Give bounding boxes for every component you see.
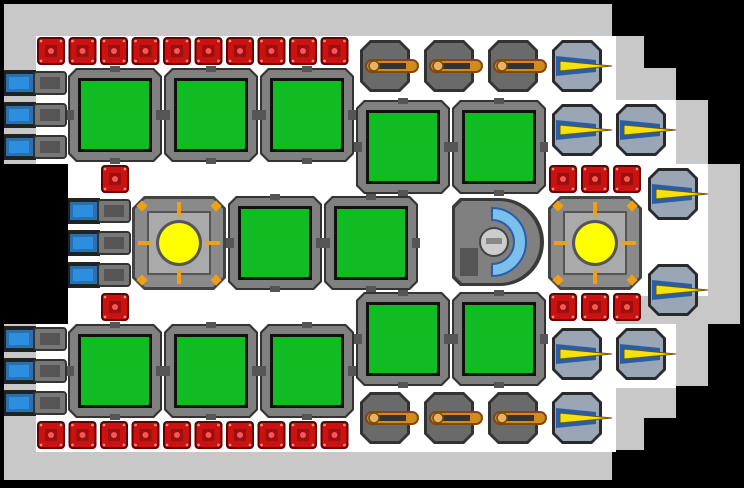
thruster-unit[interactable] — [68, 230, 131, 256]
armor-block[interactable] — [257, 37, 286, 65]
armor-block[interactable] — [320, 37, 349, 65]
armor-block[interactable] — [131, 421, 160, 449]
laser-turret[interactable] — [552, 328, 613, 380]
armor-block[interactable] — [289, 37, 317, 65]
armor-block[interactable] — [226, 421, 254, 449]
laser-turret[interactable] — [648, 264, 709, 316]
armor-block[interactable] — [163, 421, 191, 449]
thruster-unit[interactable] — [4, 358, 67, 384]
laser-turret[interactable] — [552, 40, 613, 92]
room-module[interactable] — [226, 194, 324, 292]
cannon-turret[interactable] — [424, 40, 483, 92]
armor-block[interactable] — [194, 421, 223, 449]
armor-block[interactable] — [289, 421, 317, 449]
room-module[interactable] — [322, 194, 420, 292]
command-cockpit[interactable] — [452, 198, 544, 286]
room-module[interactable] — [450, 98, 548, 196]
room-module[interactable] — [66, 66, 164, 164]
laser-turret[interactable] — [552, 104, 613, 156]
room-module[interactable] — [354, 290, 452, 388]
cannon-turret[interactable] — [488, 392, 547, 444]
cannon-turret[interactable] — [360, 392, 419, 444]
armor-block[interactable] — [68, 37, 97, 65]
thruster-unit[interactable] — [4, 102, 67, 128]
armor-block[interactable] — [613, 293, 641, 321]
armor-block[interactable] — [257, 421, 286, 449]
armor-block[interactable] — [163, 37, 191, 65]
armor-block[interactable] — [68, 421, 97, 449]
armor-block[interactable] — [320, 421, 349, 449]
armor-block[interactable] — [581, 293, 609, 321]
hull-notch — [0, 164, 68, 324]
armor-block[interactable] — [37, 421, 65, 449]
hull-panel-right-4 — [708, 164, 740, 324]
armor-block[interactable] — [101, 165, 129, 193]
armor-block[interactable] — [226, 37, 254, 65]
armor-block[interactable] — [613, 165, 641, 193]
hull-notch-edge — [0, 68, 4, 420]
thruster-unit[interactable] — [4, 326, 67, 352]
armor-block[interactable] — [131, 37, 160, 65]
armor-block[interactable] — [100, 421, 128, 449]
laser-turret[interactable] — [616, 328, 677, 380]
room-module[interactable] — [66, 322, 164, 420]
reactor-core[interactable] — [132, 196, 226, 290]
room-module[interactable] — [258, 322, 356, 420]
laser-turret[interactable] — [648, 168, 709, 220]
thruster-unit[interactable] — [4, 390, 67, 416]
armor-block[interactable] — [37, 37, 65, 65]
armor-block[interactable] — [549, 165, 577, 193]
armor-block[interactable] — [100, 37, 128, 65]
armor-block[interactable] — [194, 37, 223, 65]
thruster-unit[interactable] — [4, 70, 67, 96]
thruster-unit[interactable] — [68, 198, 131, 224]
room-module[interactable] — [162, 66, 260, 164]
thruster-unit[interactable] — [4, 134, 67, 160]
laser-turret[interactable] — [616, 104, 677, 156]
armor-block[interactable] — [101, 293, 129, 321]
room-module[interactable] — [450, 290, 548, 388]
armor-block[interactable] — [581, 165, 609, 193]
thruster-unit[interactable] — [68, 262, 131, 288]
reactor-core[interactable] — [548, 196, 642, 290]
cannon-turret[interactable] — [488, 40, 547, 92]
armor-block[interactable] — [549, 293, 577, 321]
room-module[interactable] — [354, 98, 452, 196]
cannon-turret[interactable] — [424, 392, 483, 444]
room-module[interactable] — [258, 66, 356, 164]
laser-turret[interactable] — [552, 392, 613, 444]
cannon-turret[interactable] — [360, 40, 419, 92]
room-module[interactable] — [162, 322, 260, 420]
